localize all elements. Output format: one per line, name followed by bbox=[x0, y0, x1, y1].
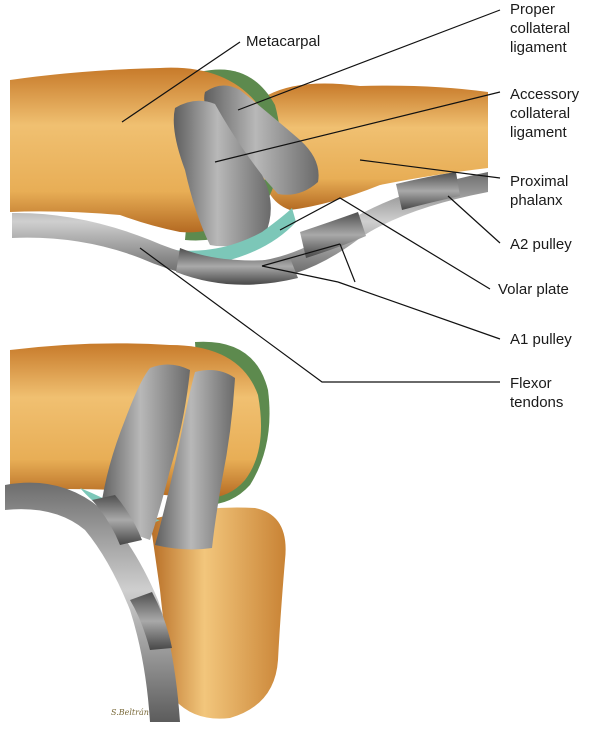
leader-proper-collateral bbox=[237, 9, 501, 111]
label-a2-pulley: A2 pulley bbox=[510, 236, 572, 253]
label-a1-pulley: A1 pulley bbox=[510, 331, 572, 348]
label-metacarpal: Metacarpal bbox=[246, 33, 321, 50]
leader-metacarpal bbox=[121, 41, 241, 123]
proper-collateral-ligament-top bbox=[204, 85, 319, 195]
leader-proximal-phalanx bbox=[359, 159, 501, 179]
accessory-collateral-ligament-top bbox=[173, 100, 271, 247]
a1-pulley-bottom bbox=[92, 495, 142, 545]
a2-pulley-top-proximal bbox=[300, 212, 366, 258]
collateral-ligament-bottom-right bbox=[155, 370, 235, 550]
label-accessory-collateral-ligament: Accessory collateral ligament bbox=[510, 86, 580, 141]
proximal-phalanx-bottom bbox=[150, 507, 286, 719]
artist-signature: S.Beltrán bbox=[111, 708, 149, 717]
leader-a1-pulley-1 bbox=[261, 243, 341, 267]
label-proximal-phalanx: Proximal phalanx bbox=[510, 173, 569, 209]
a1-pulley-top bbox=[176, 248, 298, 285]
a2-pulley-top-distal bbox=[396, 172, 460, 210]
flexor-tendons-top bbox=[12, 172, 488, 282]
leader-volar-plate bbox=[279, 197, 491, 290]
collateral-ligament-bottom-left bbox=[100, 364, 190, 540]
leader-a1-pulley bbox=[337, 281, 501, 340]
a2-pulley-bottom bbox=[130, 592, 172, 650]
leader-a1-pulley-2 bbox=[339, 243, 356, 283]
top-joint-figure bbox=[10, 67, 488, 285]
proximal-phalanx-top bbox=[262, 83, 488, 210]
label-flexor-tendons: Flexor tendons bbox=[510, 375, 564, 411]
leader-accessory-collateral bbox=[214, 91, 501, 163]
leader-lines bbox=[121, 9, 501, 383]
leader-a2-pulley bbox=[447, 195, 501, 244]
label-proper-collateral-ligament: Proper collateral ligament bbox=[510, 1, 571, 56]
leader-flexor-tendons bbox=[139, 247, 500, 383]
bottom-joint-figure bbox=[5, 341, 286, 722]
label-volar-plate: Volar plate bbox=[498, 281, 569, 298]
leader-a1-pulley-b bbox=[261, 265, 339, 283]
volar-plate-bottom bbox=[80, 488, 160, 525]
